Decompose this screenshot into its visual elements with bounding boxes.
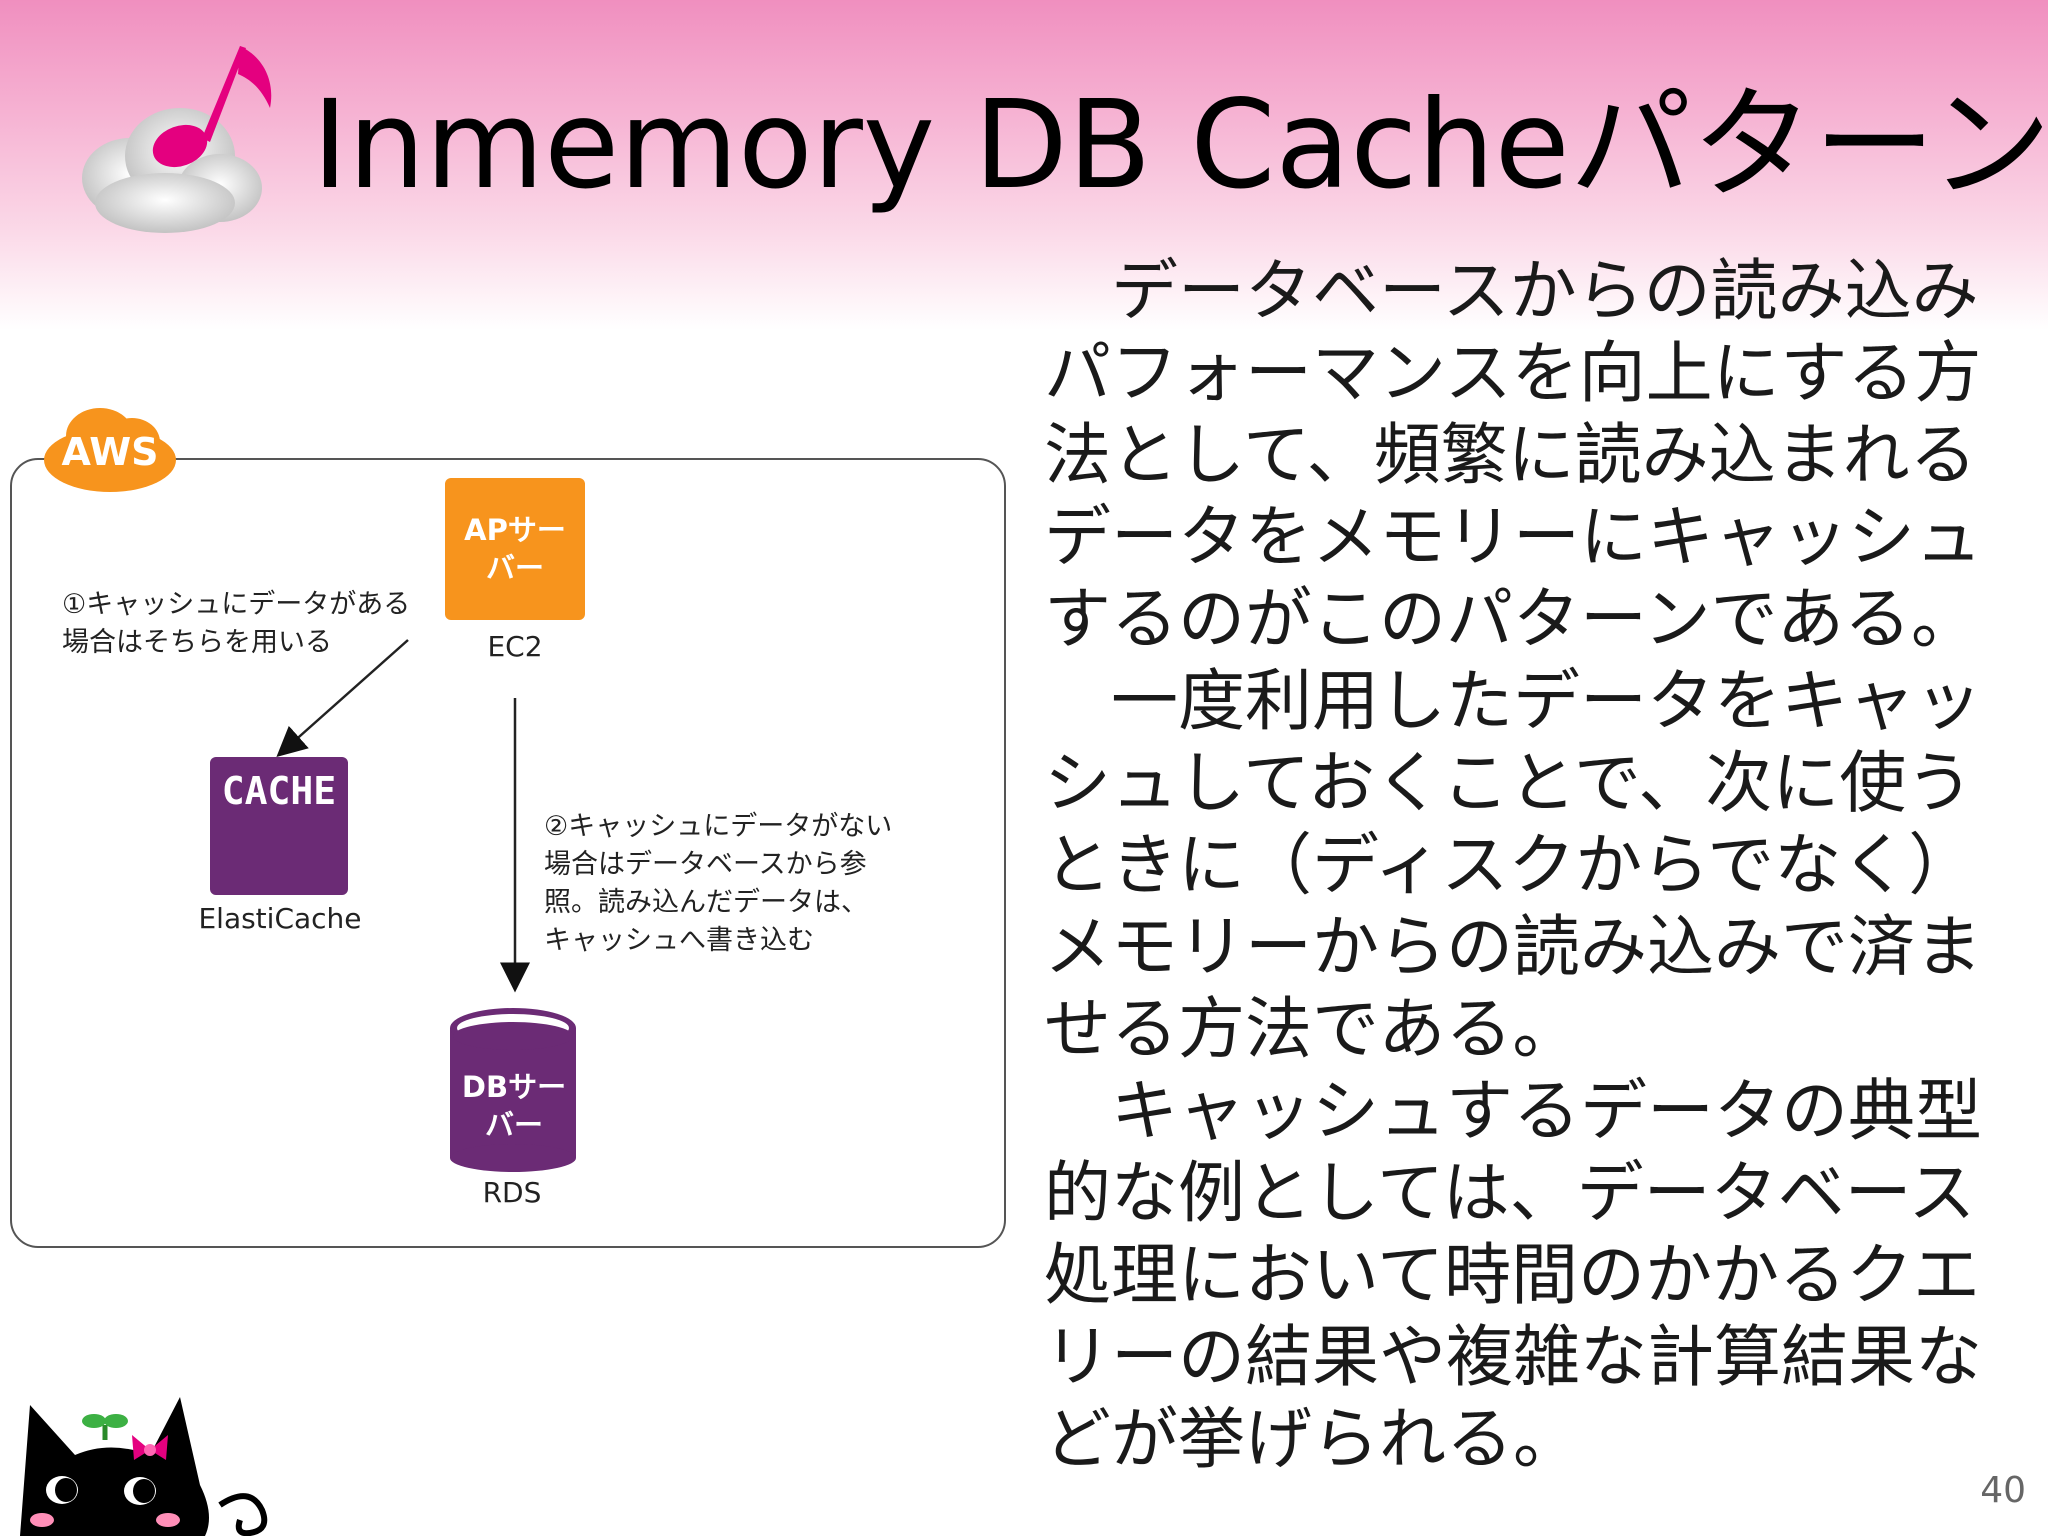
slide-title: Inmemory DB Cacheパターン bbox=[312, 74, 2048, 216]
cache-miss-note: ②キャッシュにデータがない 場合はデータベースから参 照。読み込んだデータは、 … bbox=[544, 808, 892, 960]
cache-node: CACHE bbox=[210, 757, 348, 895]
body-paragraph: データベースからの読み込みパフォーマンスを向上にする方法として、頻繁に読み込まれ… bbox=[1044, 252, 1982, 658]
db-server-text: DBサーバー bbox=[461, 1070, 567, 1142]
note-line: 場合はそちらを用いる bbox=[62, 627, 332, 658]
music-cloud-logo-icon bbox=[82, 46, 272, 233]
ap-server-node: APサーバー bbox=[445, 478, 585, 620]
ec2-label: EC2 bbox=[487, 630, 543, 663]
rds-label: RDS bbox=[482, 1176, 542, 1209]
black-cat-mascot-icon bbox=[20, 1397, 268, 1536]
arrow-to-cache bbox=[276, 639, 409, 757]
cache-hit-note: ①キャッシュにデータがある 場合はそちらを用いる bbox=[62, 586, 410, 662]
note-line: ①キャッシュにデータがある bbox=[62, 589, 411, 620]
aws-label: AWS bbox=[61, 430, 159, 474]
body-paragraph: 一度利用したデータをキャッシュしておくことで、次に使うときに（ディスクからでなく… bbox=[1044, 662, 1982, 1068]
aws-cloud-icon bbox=[44, 408, 176, 492]
db-cylinder-icon bbox=[450, 1008, 576, 1172]
diagram-arrows bbox=[276, 639, 576, 1172]
header-band bbox=[0, 0, 2048, 330]
ap-server-text: APサーバー bbox=[464, 513, 566, 585]
note-line: キャッシュへ書き込む bbox=[544, 925, 814, 956]
note-line: 照。読み込んだデータは、 bbox=[544, 887, 868, 918]
body-paragraph: キャッシュするデータの典型的な例としては、データベース処理において時間のかかるク… bbox=[1044, 1072, 1982, 1478]
body-text: データベースからの読み込みパフォーマンスを向上にする方法として、頻繁に読み込まれ… bbox=[1044, 250, 2004, 1480]
note-line: ②キャッシュにデータがない bbox=[544, 811, 893, 842]
elasticache-label: ElastiCache bbox=[198, 902, 362, 935]
page-number: 40 bbox=[1980, 1470, 2026, 1511]
cache-text: CACHE bbox=[221, 769, 337, 813]
note-line: 場合はデータベースから参 bbox=[544, 849, 867, 880]
